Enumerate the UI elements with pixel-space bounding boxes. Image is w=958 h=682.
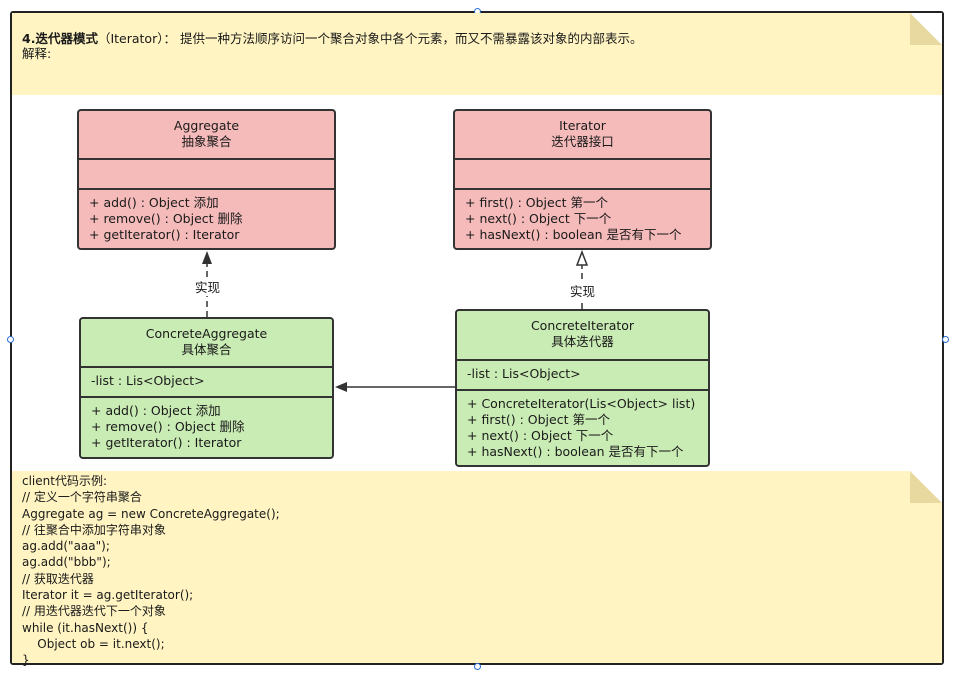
relation-label-right: 实现	[568, 281, 598, 300]
intro-description: （Iterator）： 提供一种方法顺序访问一个聚合对象中各个元素，而又不需暴露…	[97, 31, 643, 46]
code-line: ag.add("bbb");	[22, 555, 111, 570]
resize-handle-bottom[interactable]	[474, 663, 481, 670]
code-line: Aggregate ag = new ConcreteAggregate();	[22, 506, 280, 521]
method: + next() : Object 下一个	[465, 211, 612, 226]
resize-handle-left[interactable]	[7, 336, 14, 343]
code-line: client代码示例:	[22, 474, 108, 488]
client-code-note[interactable]: client代码示例: // 定义一个字符串聚合 Aggregate ag = …	[12, 471, 942, 667]
method: + remove() : Object 删除	[89, 211, 243, 226]
class-subtitle: 具体聚合	[181, 342, 232, 357]
code-line: // 定义一个字符串聚合	[22, 490, 142, 505]
note-fold-corner	[910, 471, 942, 503]
class-iterator[interactable]: Iterator 迭代器接口 + first() : Object 第一个 + …	[453, 109, 712, 250]
method: + getIterator() : Iterator	[91, 435, 242, 450]
code-line: // 用迭代器迭代下一个对象	[22, 604, 166, 619]
method: + getIterator() : Iterator	[89, 227, 240, 242]
arrowhead-filled	[202, 251, 212, 264]
intro-heading: 4.迭代器模式	[22, 31, 98, 46]
resize-handle-right[interactable]	[942, 336, 949, 343]
arrowhead-hollow	[575, 249, 589, 266]
code-line: Iterator it = ag.getIterator();	[22, 588, 194, 603]
code-line: // 获取迭代器	[22, 571, 94, 586]
method: + hasNext() : boolean 是否有下一个	[467, 444, 684, 459]
class-aggregate[interactable]: Aggregate 抽象聚合 + add() : Object 添加 + rem…	[77, 109, 336, 250]
class-subtitle: 具体迭代器	[551, 334, 614, 349]
intro-explain: 解释:	[22, 46, 52, 61]
intro-note[interactable]: 4.迭代器模式（Iterator）： 提供一种方法顺序访问一个聚合对象中各个元素…	[12, 13, 942, 95]
class-attributes: -list : Lis<Object>	[81, 368, 332, 398]
class-attributes-empty	[79, 160, 334, 190]
class-name: Iterator	[559, 118, 606, 133]
class-subtitle: 迭代器接口	[551, 134, 614, 149]
relation-label-left: 实现	[193, 277, 223, 296]
class-methods: + add() : Object 添加 + remove() : Object …	[79, 190, 334, 248]
arrowhead-association	[335, 382, 347, 392]
code-line: }	[22, 653, 30, 668]
class-attributes-empty	[455, 160, 710, 190]
class-name: Aggregate	[173, 118, 240, 133]
attribute: -list : Lis<Object>	[91, 373, 205, 388]
code-line: Object ob = it.next();	[22, 636, 165, 651]
code-line: // 往聚合中添加字符串对象	[22, 522, 166, 537]
method: + first() : Object 第一个	[467, 412, 610, 427]
method: + add() : Object 添加	[89, 195, 219, 210]
class-concrete-aggregate[interactable]: ConcreteAggregate 具体聚合 -list : Lis<Objec…	[79, 317, 334, 459]
method: + first() : Object 第一个	[465, 195, 608, 210]
note-fold-corner	[910, 13, 942, 45]
method: + next() : Object 下一个	[467, 428, 614, 443]
class-attributes: -list : Lis<Object>	[457, 361, 708, 391]
class-concrete-iterator[interactable]: ConcreteIterator 具体迭代器 -list : Lis<Objec…	[455, 309, 710, 467]
class-name: ConcreteIterator	[530, 318, 635, 333]
class-methods: + first() : Object 第一个 + next() : Object…	[455, 190, 710, 248]
class-subtitle: 抽象聚合	[181, 134, 232, 149]
class-methods: + ConcreteIterator(Lis<Object> list) + f…	[457, 391, 708, 465]
method: + add() : Object 添加	[91, 403, 221, 418]
method: + hasNext() : boolean 是否有下一个	[465, 227, 682, 242]
method: + ConcreteIterator(Lis<Object> list)	[467, 396, 696, 411]
method: + remove() : Object 删除	[91, 419, 245, 434]
class-methods: + add() : Object 添加 + remove() : Object …	[81, 398, 332, 456]
code-line: while (it.hasNext()) {	[22, 620, 149, 635]
attribute: -list : Lis<Object>	[467, 366, 581, 381]
class-name: ConcreteAggregate	[145, 326, 268, 341]
code-line: ag.add("aaa");	[22, 539, 110, 554]
